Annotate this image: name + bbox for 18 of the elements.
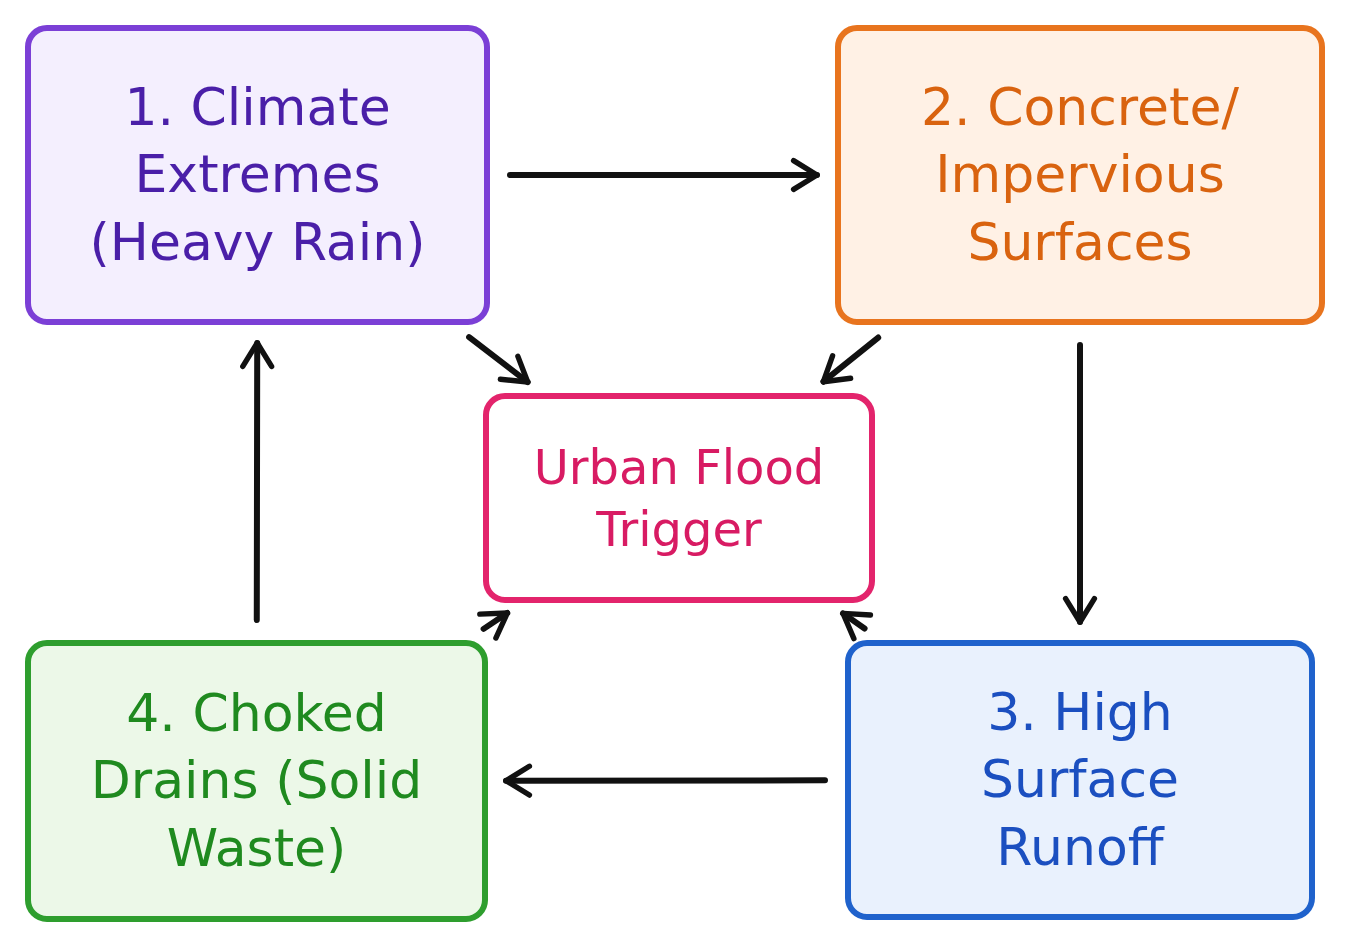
cause-box	[25, 640, 488, 922]
arrow	[840, 610, 874, 642]
box-label: 4. Choked Drains (Solid Waste)	[89, 681, 424, 880]
arrow	[1062, 342, 1098, 625]
outcome-box	[483, 393, 875, 603]
box-label: 1. Climate Extremes (Heavy Rain)	[88, 75, 427, 274]
arrow	[466, 334, 531, 386]
cause-box	[845, 640, 1315, 920]
arrow	[477, 610, 511, 641]
cause-box	[25, 25, 490, 325]
box-label: Urban Flood Trigger	[532, 437, 826, 559]
box-label: 2. Concrete/ Impervious Surfaces	[920, 75, 1240, 274]
arrow	[507, 157, 820, 193]
arrow	[240, 340, 275, 623]
arrow	[503, 763, 828, 798]
arrow	[820, 334, 882, 385]
box-label: 3. High Surface Runoff	[979, 680, 1181, 879]
cause-box	[835, 25, 1325, 325]
